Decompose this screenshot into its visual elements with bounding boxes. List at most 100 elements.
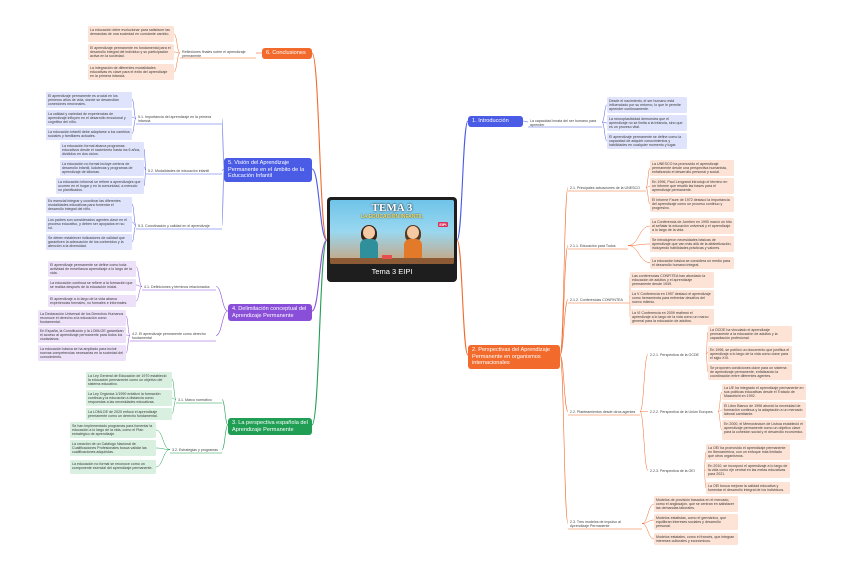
leaf-topic[interactable]: La OCDE ha vinculado el aprendizaje perm…	[708, 326, 792, 343]
subtopic[interactable]: Reflexiones finales sobre el aprendizaje…	[180, 48, 256, 60]
leaf-topic[interactable]: La OEI busca mejorar la calidad educativ…	[706, 482, 790, 494]
connector	[645, 185, 651, 188]
subtopic[interactable]: 4.1. Definiciones y términos relacionado…	[142, 283, 216, 290]
leaf-topic[interactable]: El Informe Faure de 1972 destacó la impo…	[650, 196, 734, 213]
subtopic[interactable]: 5.3. Coordinación y calidad en el aprend…	[136, 222, 222, 229]
leaf-topic[interactable]: El aprendizaje permanente se define como…	[48, 261, 136, 278]
leaf-topic[interactable]: Las conferencias CONFITEA han abordado l…	[630, 272, 714, 289]
subtopic[interactable]: 2.2.1. Perspectiva de la OCDE	[648, 351, 706, 358]
subtopic[interactable]: 2.2. Planteamientos desde otros agentes	[568, 408, 640, 415]
connector	[125, 335, 131, 354]
leaf-topic[interactable]: El aprendizaje permanente se define como…	[607, 133, 687, 150]
node-label: Desde el nacimiento, el ser humano está …	[609, 98, 681, 112]
leaf-topic[interactable]: En 2010, se incorporó el aprendizaje a l…	[706, 462, 790, 479]
leaf-topic[interactable]: El Libro Blanco de 1996 abordó la necesi…	[722, 402, 806, 419]
branch-b4[interactable]: 4. Delimitación conceptual del Aprendiza…	[228, 304, 312, 322]
node-label: La OCDE ha vinculado el aprendizaje perm…	[710, 327, 778, 341]
connector	[155, 449, 171, 468]
branch-label: 1. Introducción	[472, 118, 509, 124]
leaf-topic[interactable]: En 1996, Paul Lengrand introdujo el térm…	[650, 178, 734, 195]
connector	[215, 310, 229, 336]
subtopic[interactable]: 2.1.1. Educación para Todos	[568, 242, 628, 249]
connector	[705, 351, 709, 355]
leaf-topic[interactable]: La creación de un Catálogo Nacional de C…	[70, 440, 156, 457]
subtopic[interactable]: 3.1. Marco normativo	[176, 396, 222, 403]
subtopic[interactable]: 4.2. El aprendizaje permanente como dere…	[130, 330, 216, 342]
leaf-topic[interactable]: Los padres son considerados agentes clav…	[46, 216, 132, 233]
connector	[143, 148, 147, 171]
leaf-topic[interactable]: La educación básica se ha ampliado para …	[38, 345, 126, 362]
leaf-topic[interactable]: La neuroplasticidad demuestra que el apr…	[607, 115, 687, 132]
leaf-topic[interactable]: La educación informal se refiere a apren…	[56, 178, 144, 195]
leaf-topic[interactable]: La UNESCO ha promovido el aprendizaje pe…	[650, 160, 734, 177]
leaf-topic[interactable]: En 2000, el Memorándum de Lisboa estable…	[722, 420, 806, 440]
branch-b2[interactable]: 2. Perspectivas del Aprendizaje Permanen…	[468, 345, 560, 370]
connector	[639, 354, 649, 412]
connector	[131, 225, 137, 243]
subtopic[interactable]: 5.1. Importancia del aprendizaje en la p…	[136, 113, 222, 125]
leaf-topic[interactable]: La LOMLOE de 2020 enfocó el aprendizaje …	[86, 408, 172, 420]
branch-b3[interactable]: 3. La perspectiva española del Aprendiza…	[228, 418, 312, 436]
node-label: La educación informal se refiere a apren…	[58, 179, 141, 193]
node-label: La UNESCO ha promovido el aprendizaje pe…	[652, 161, 727, 175]
connector	[131, 118, 137, 134]
leaf-topic[interactable]: La calidad y variedad de experiencias de…	[46, 110, 132, 127]
leaf-topic[interactable]: Modelos estatales, como el francés, que …	[654, 533, 738, 545]
leaf-topic[interactable]: Se introdujeron necesidades básicas de a…	[650, 236, 734, 253]
leaf-topic[interactable]: El aprendizaje permanente es fundamental…	[88, 44, 174, 61]
leaf-topic[interactable]: La Ley Orgánica 1/1990 enfatizó la forma…	[86, 390, 172, 407]
node-label: El aprendizaje permanente se define como…	[50, 262, 132, 276]
connector	[221, 118, 225, 170]
leaf-topic[interactable]: La educación no formal se reconoce como …	[70, 460, 156, 474]
leaf-topic[interactable]: Modelos estatistas, como el germánico, q…	[654, 514, 738, 531]
subtopic[interactable]: 2.1. Principales actuaciones de la UNESC…	[568, 184, 646, 191]
subtopic[interactable]: 2.1.2. Conferencias CONFINTEA	[568, 296, 630, 303]
branch-label: 4. Delimitación conceptual del Aprendiza…	[232, 306, 307, 319]
leaf-topic[interactable]: El aprendizaje permanente es crucial en …	[46, 92, 132, 109]
leaf-topic[interactable]: La VI Conferencia en 2009 reafirmó el ap…	[630, 309, 714, 326]
leaf-topic[interactable]: La educación no formal incluye centros d…	[60, 160, 144, 177]
connector	[641, 519, 655, 524]
subtopic[interactable]: 2.3. Tres modelos de impulso al Aprendiz…	[568, 518, 642, 530]
branch-b5[interactable]: 5. Visión del Aprendizaje Permanente en …	[224, 158, 312, 183]
branch-b6[interactable]: 6. Conclusiones	[262, 48, 312, 59]
connector	[703, 451, 707, 471]
leaf-topic[interactable]: La Ley General de Educación de 1970 esta…	[86, 372, 172, 389]
central-topic[interactable]: TEMA 3 LA EDUCACIÓN INFANTIL EIPI Tema 3…	[327, 197, 457, 282]
leaf-topic[interactable]: En 1996, se publicó un documento que jus…	[708, 346, 792, 363]
node-label: En 2010, se incorporó el aprendizaje a l…	[708, 463, 788, 477]
node-label: La educación básica se ha ampliado para …	[40, 346, 124, 360]
leaf-topic[interactable]: La V Conferencia en 1997 destacó el apre…	[630, 290, 714, 307]
subtopic[interactable]: 3.2. Estrategias y programas	[170, 446, 222, 453]
leaf-topic[interactable]: La OEI ha promovido el aprendizaje perma…	[706, 444, 790, 461]
branch-b1[interactable]: 1. Introducción	[468, 116, 523, 127]
leaf-topic[interactable]: La educación debe evolucionar para satis…	[88, 26, 174, 42]
leaf-topic[interactable]: Modelos de provisión basados en el merca…	[654, 496, 738, 513]
connector	[131, 221, 137, 226]
central-topic-title: Tema 3 EIPI	[371, 267, 413, 276]
leaf-topic[interactable]: Se deben establecer indicadores de calid…	[46, 234, 132, 251]
node-label: En 1996, Paul Lengrand introdujo el térm…	[652, 179, 728, 193]
subtopic[interactable]: La capacidad innata del ser humano para …	[528, 117, 602, 129]
leaf-topic[interactable]: La educación continua se refiere a la fo…	[48, 279, 136, 291]
leaf-topic[interactable]: La UE ha integrado el aprendizaje perman…	[722, 384, 806, 401]
connector	[171, 397, 177, 400]
leaf-topic[interactable]: Se han implementado programas para fomen…	[70, 422, 156, 439]
leaf-topic[interactable]: La educación básica se considera un medi…	[650, 257, 734, 269]
leaf-topic[interactable]: Es esencial integrar y coordinar las dif…	[46, 197, 132, 214]
subtopic[interactable]: 5.2. Modalidades de educación infantil	[146, 167, 222, 174]
leaf-topic[interactable]: La Declaración Universal de los Derechos…	[38, 310, 126, 327]
connector	[131, 116, 137, 119]
connector	[703, 469, 707, 471]
node-label: El Informe Faure de 1972 destacó la impo…	[652, 197, 730, 211]
leaf-topic[interactable]: La integración de diferentes modalidades…	[88, 64, 174, 81]
subtopic[interactable]: 2.2.2. Perspectiva de la Unión Europea	[648, 408, 718, 415]
leaf-topic[interactable]: La educación formal abarca programas edu…	[60, 142, 144, 159]
leaf-topic[interactable]: El aprendizaje a lo largo de la vida aba…	[48, 295, 136, 307]
leaf-topic[interactable]: Se proponen condiciones clave para un si…	[708, 364, 792, 381]
leaf-topic[interactable]: Desde el nacimiento, el ser humano está …	[607, 97, 687, 114]
leaf-topic[interactable]: La Conferencia de Jomtien en 1990 marcó …	[650, 218, 734, 235]
leaf-topic[interactable]: La educación infantil debe adaptarse a l…	[46, 128, 132, 140]
subtopic[interactable]: 2.2.3. Perspectiva de la OEI	[648, 467, 704, 474]
leaf-topic[interactable]: En España, la Constitución y la LOMLOE g…	[38, 327, 126, 344]
